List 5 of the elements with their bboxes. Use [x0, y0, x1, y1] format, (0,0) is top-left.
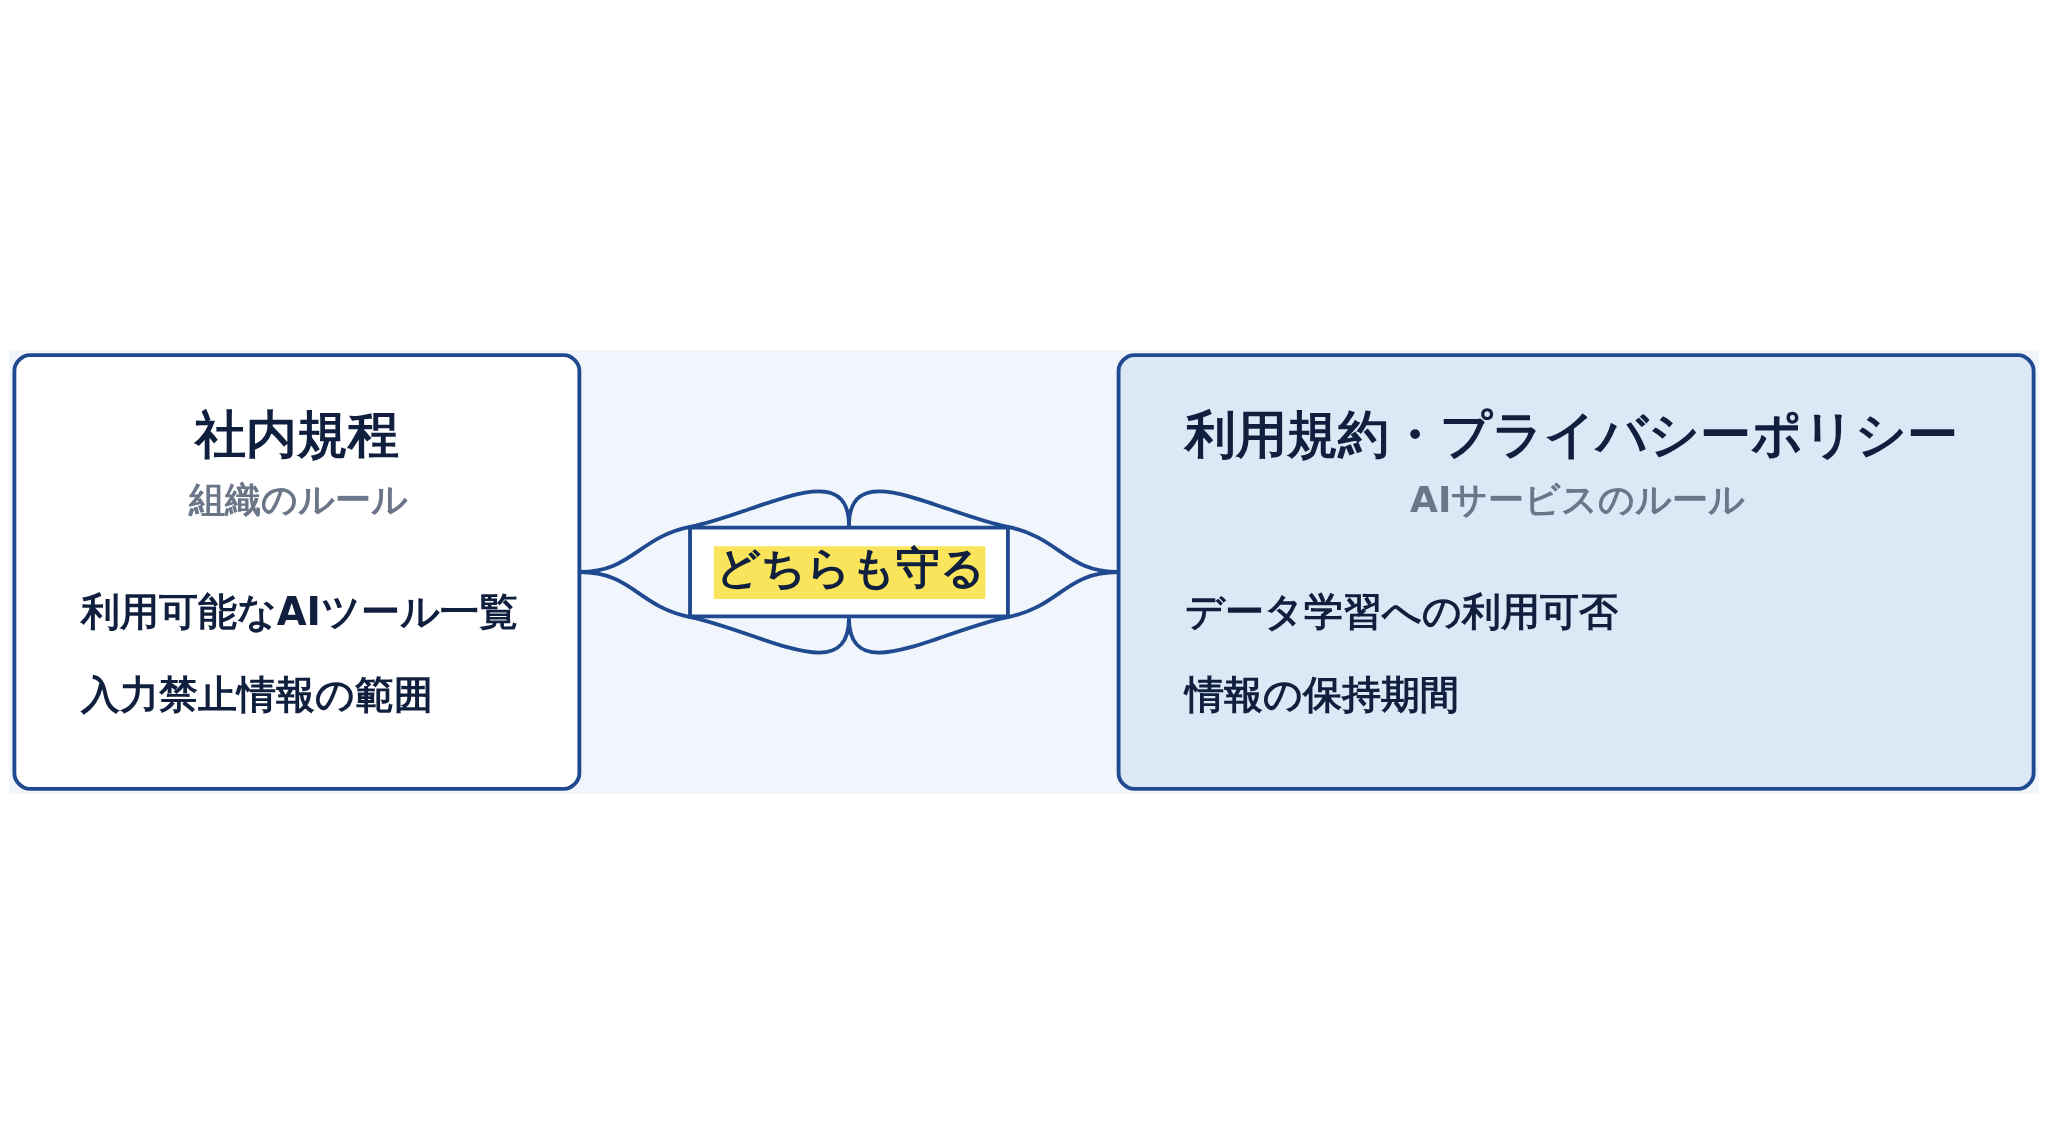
connector [847, 569, 1119, 654]
node-box: 社内規程 組織のルール 利用可能なAIツール一覧 入力禁止情報の範囲 [12, 352, 582, 791]
connector [579, 569, 851, 654]
node-box: 利用規約・プライバシーポリシー AIサービスのルール データ学習への利用可否 情報の保持期間 [1116, 352, 2036, 791]
node-box: どちらも守る [688, 525, 1010, 618]
